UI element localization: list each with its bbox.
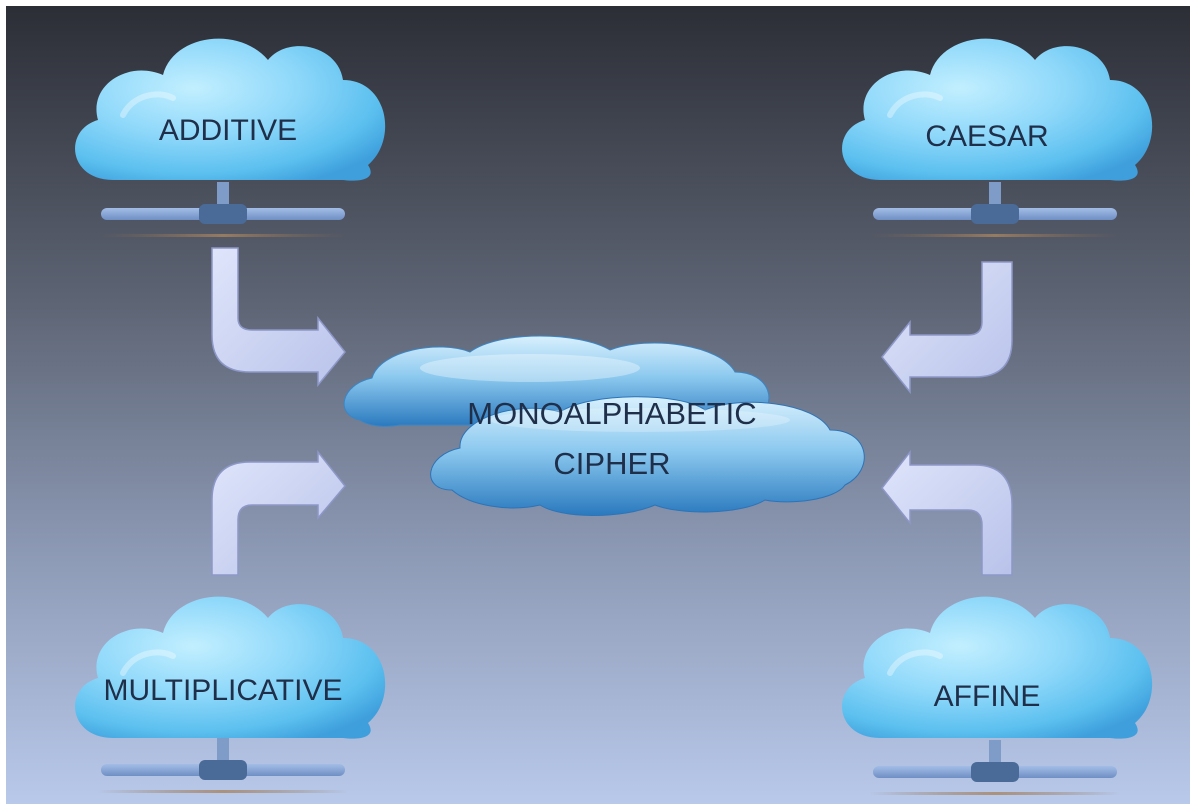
- node-label-additive: ADDITIVE: [159, 114, 297, 147]
- node-multiplicative: MULTIPLICATIVE: [75, 597, 385, 793]
- node-label-caesar: CAESAR: [925, 120, 1048, 153]
- arrow-affine-to-center: [881, 449, 1013, 576]
- node-label-affine: AFFINE: [934, 680, 1041, 713]
- node-label-multiplicative: MULTIPLICATIVE: [104, 674, 343, 707]
- arrow-caesar-to-center: [881, 261, 1013, 395]
- node-caesar: CAESAR: [842, 39, 1152, 237]
- node-additive: ADDITIVE: [75, 39, 385, 237]
- center-label-line1: MONOALPHABETIC: [467, 396, 756, 431]
- arrow-multiplicative-to-center: [211, 449, 346, 576]
- node-affine: AFFINE: [842, 597, 1152, 795]
- arrow-additive-to-center: [211, 247, 346, 388]
- center-cloud: MONOALPHABETIC CIPHER: [343, 335, 865, 516]
- center-label-line2: CIPHER: [553, 446, 670, 481]
